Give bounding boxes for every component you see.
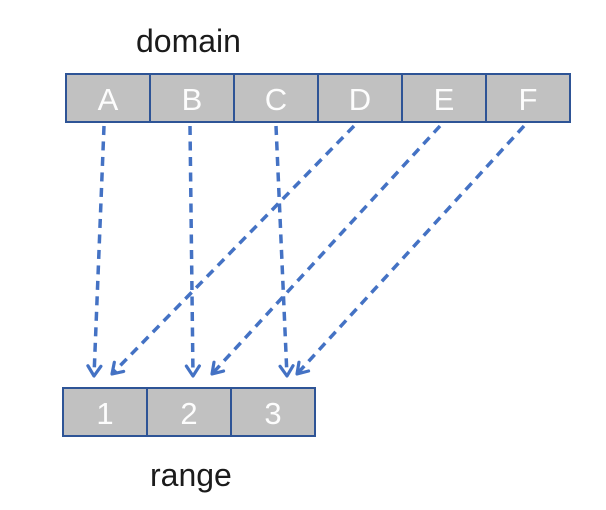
- range-cell-3: 3: [230, 387, 316, 437]
- range-cell-2: 2: [146, 387, 232, 437]
- arrow-c-to-3: [274, 125, 295, 378]
- domain-cell-a: A: [65, 73, 151, 123]
- domain-cell-e: E: [401, 73, 487, 123]
- domain-label: domain: [136, 23, 241, 59]
- domain-cell-c: C: [233, 73, 319, 123]
- range-row: 1 2 3: [62, 387, 316, 437]
- domain-row: A B C D E F: [65, 73, 571, 123]
- arrow-a-to-1: [86, 125, 106, 378]
- domain-cell-b: B: [149, 73, 235, 123]
- arrow-e-to-2: [210, 124, 442, 376]
- domain-cell-d: D: [317, 73, 403, 123]
- arrow-f-to-3: [295, 124, 526, 376]
- range-cell-1: 1: [62, 387, 148, 437]
- arrow-b-to-2: [184, 125, 201, 378]
- domain-cell-f: F: [485, 73, 571, 123]
- range-label: range: [150, 457, 232, 493]
- arrow-d-to-1: [110, 124, 356, 376]
